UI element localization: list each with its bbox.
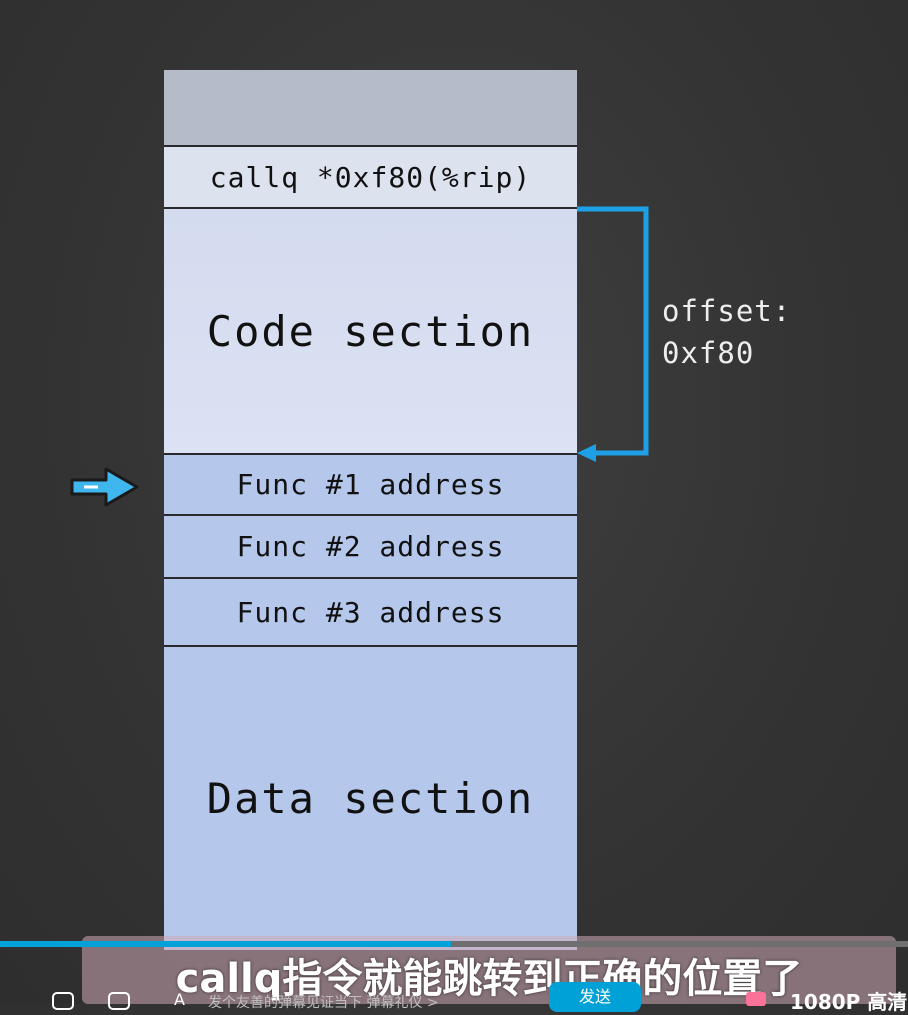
offset-label-line1: offset: bbox=[662, 294, 792, 328]
data-section-label: Data section bbox=[206, 774, 535, 823]
danmaku-input[interactable]: 发个友善的弹幕见证当下 弹幕礼仪 > bbox=[208, 995, 439, 1011]
send-button[interactable]: 发送 bbox=[549, 982, 641, 1012]
code-section-block: Code section bbox=[164, 209, 577, 455]
progress-bar-fill bbox=[0, 941, 452, 947]
danmaku-style-icon[interactable]: A bbox=[174, 990, 185, 1009]
instruction-label: callq *0xf80(%rip) bbox=[209, 160, 532, 194]
offset-bracket bbox=[577, 206, 649, 456]
pointer-arrow-icon bbox=[70, 467, 139, 507]
func2-address-block: Func #2 address bbox=[164, 516, 577, 579]
quality-selector[interactable]: 1080P 高清 bbox=[790, 990, 908, 1014]
quality-badge-icon bbox=[746, 992, 766, 1006]
memory-block-top bbox=[164, 70, 577, 147]
danmaku-settings-icon[interactable] bbox=[108, 992, 130, 1010]
danmaku-toggle-icon[interactable] bbox=[52, 992, 74, 1010]
danmaku-bar bbox=[0, 986, 908, 1010]
memory-layout-column: callq *0xf80(%rip) Code section Func #1 … bbox=[164, 70, 577, 950]
offset-label-value: 0xf80 bbox=[662, 336, 755, 370]
offset-label: offset: 0xf80 bbox=[662, 290, 842, 374]
func3-address-block: Func #3 address bbox=[164, 579, 577, 647]
instruction-block: callq *0xf80(%rip) bbox=[164, 147, 577, 209]
subtitle-text: callq指令就能跳转到正确的位置了 bbox=[175, 956, 803, 1002]
func1-address-label: Func #1 address bbox=[236, 468, 505, 501]
bracket-arrowhead-icon bbox=[577, 444, 596, 462]
func1-address-block: Func #1 address bbox=[164, 455, 577, 516]
func2-address-label: Func #2 address bbox=[236, 530, 505, 563]
code-section-label: Code section bbox=[206, 306, 535, 356]
data-section-block: Data section bbox=[164, 647, 577, 950]
progress-bar[interactable] bbox=[0, 941, 908, 947]
func3-address-label: Func #3 address bbox=[236, 595, 505, 629]
